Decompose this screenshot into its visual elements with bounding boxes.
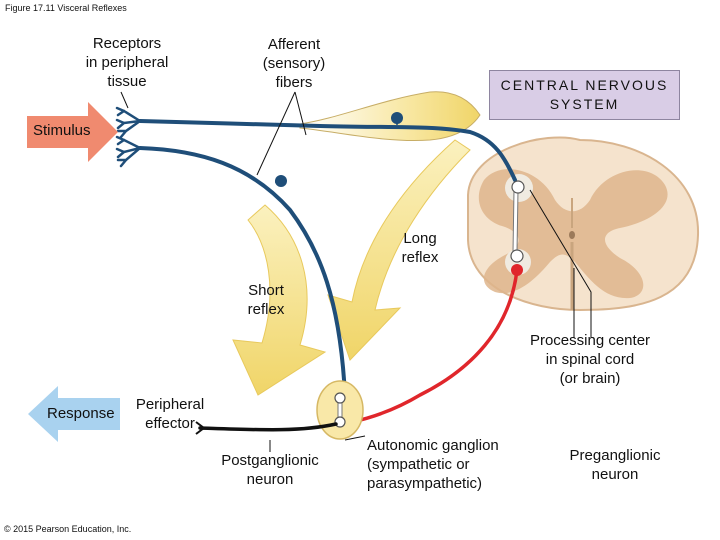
processing-center-label: Processing center in spinal cord (or bra…	[529, 332, 651, 387]
preganglionic-neuron	[350, 268, 519, 424]
long-reflex-label: Long reflex	[401, 230, 439, 266]
short-reflex-label: Short reflex	[247, 282, 285, 318]
afferent-fibers-label: Afferent (sensory) fibers	[262, 36, 326, 91]
preganglionic-label: Preganglionic neuron	[569, 447, 661, 483]
stimulus-arrow	[27, 102, 118, 162]
afferent-cell-body-short	[275, 175, 287, 187]
leader-lines	[120, 91, 592, 452]
short-reflex-arrow	[232, 204, 327, 396]
stimulus-label: Stimulus	[33, 122, 91, 139]
receptor-endings	[115, 106, 142, 168]
response-label: Response	[47, 405, 115, 422]
effector-endings	[195, 421, 205, 435]
spinal-cord	[467, 136, 700, 312]
dorsal-root-ganglion	[299, 91, 481, 141]
autonomic-ganglion-label: Autonomic ganglion (sympathetic or paras…	[367, 437, 499, 492]
postganglionic-neuron	[198, 422, 338, 432]
afferent-cell-body	[391, 112, 403, 124]
cns-box: CENTRAL NERVOUS SYSTEM	[489, 70, 680, 120]
peripheral-effector-label: Peripheral effector	[135, 396, 205, 432]
ganglion-neuron	[334, 392, 346, 428]
long-reflex-arrow	[327, 139, 471, 361]
copyright: © 2015 Pearson Education, Inc.	[4, 524, 132, 534]
response-arrow	[28, 386, 120, 442]
postganglionic-label: Postganglionic neuron	[221, 452, 319, 488]
receptors-label: Receptors in peripheral tissue	[85, 35, 169, 90]
interneuron	[510, 180, 525, 263]
figure-title: Figure 17.11 Visceral Reflexes	[5, 3, 127, 13]
